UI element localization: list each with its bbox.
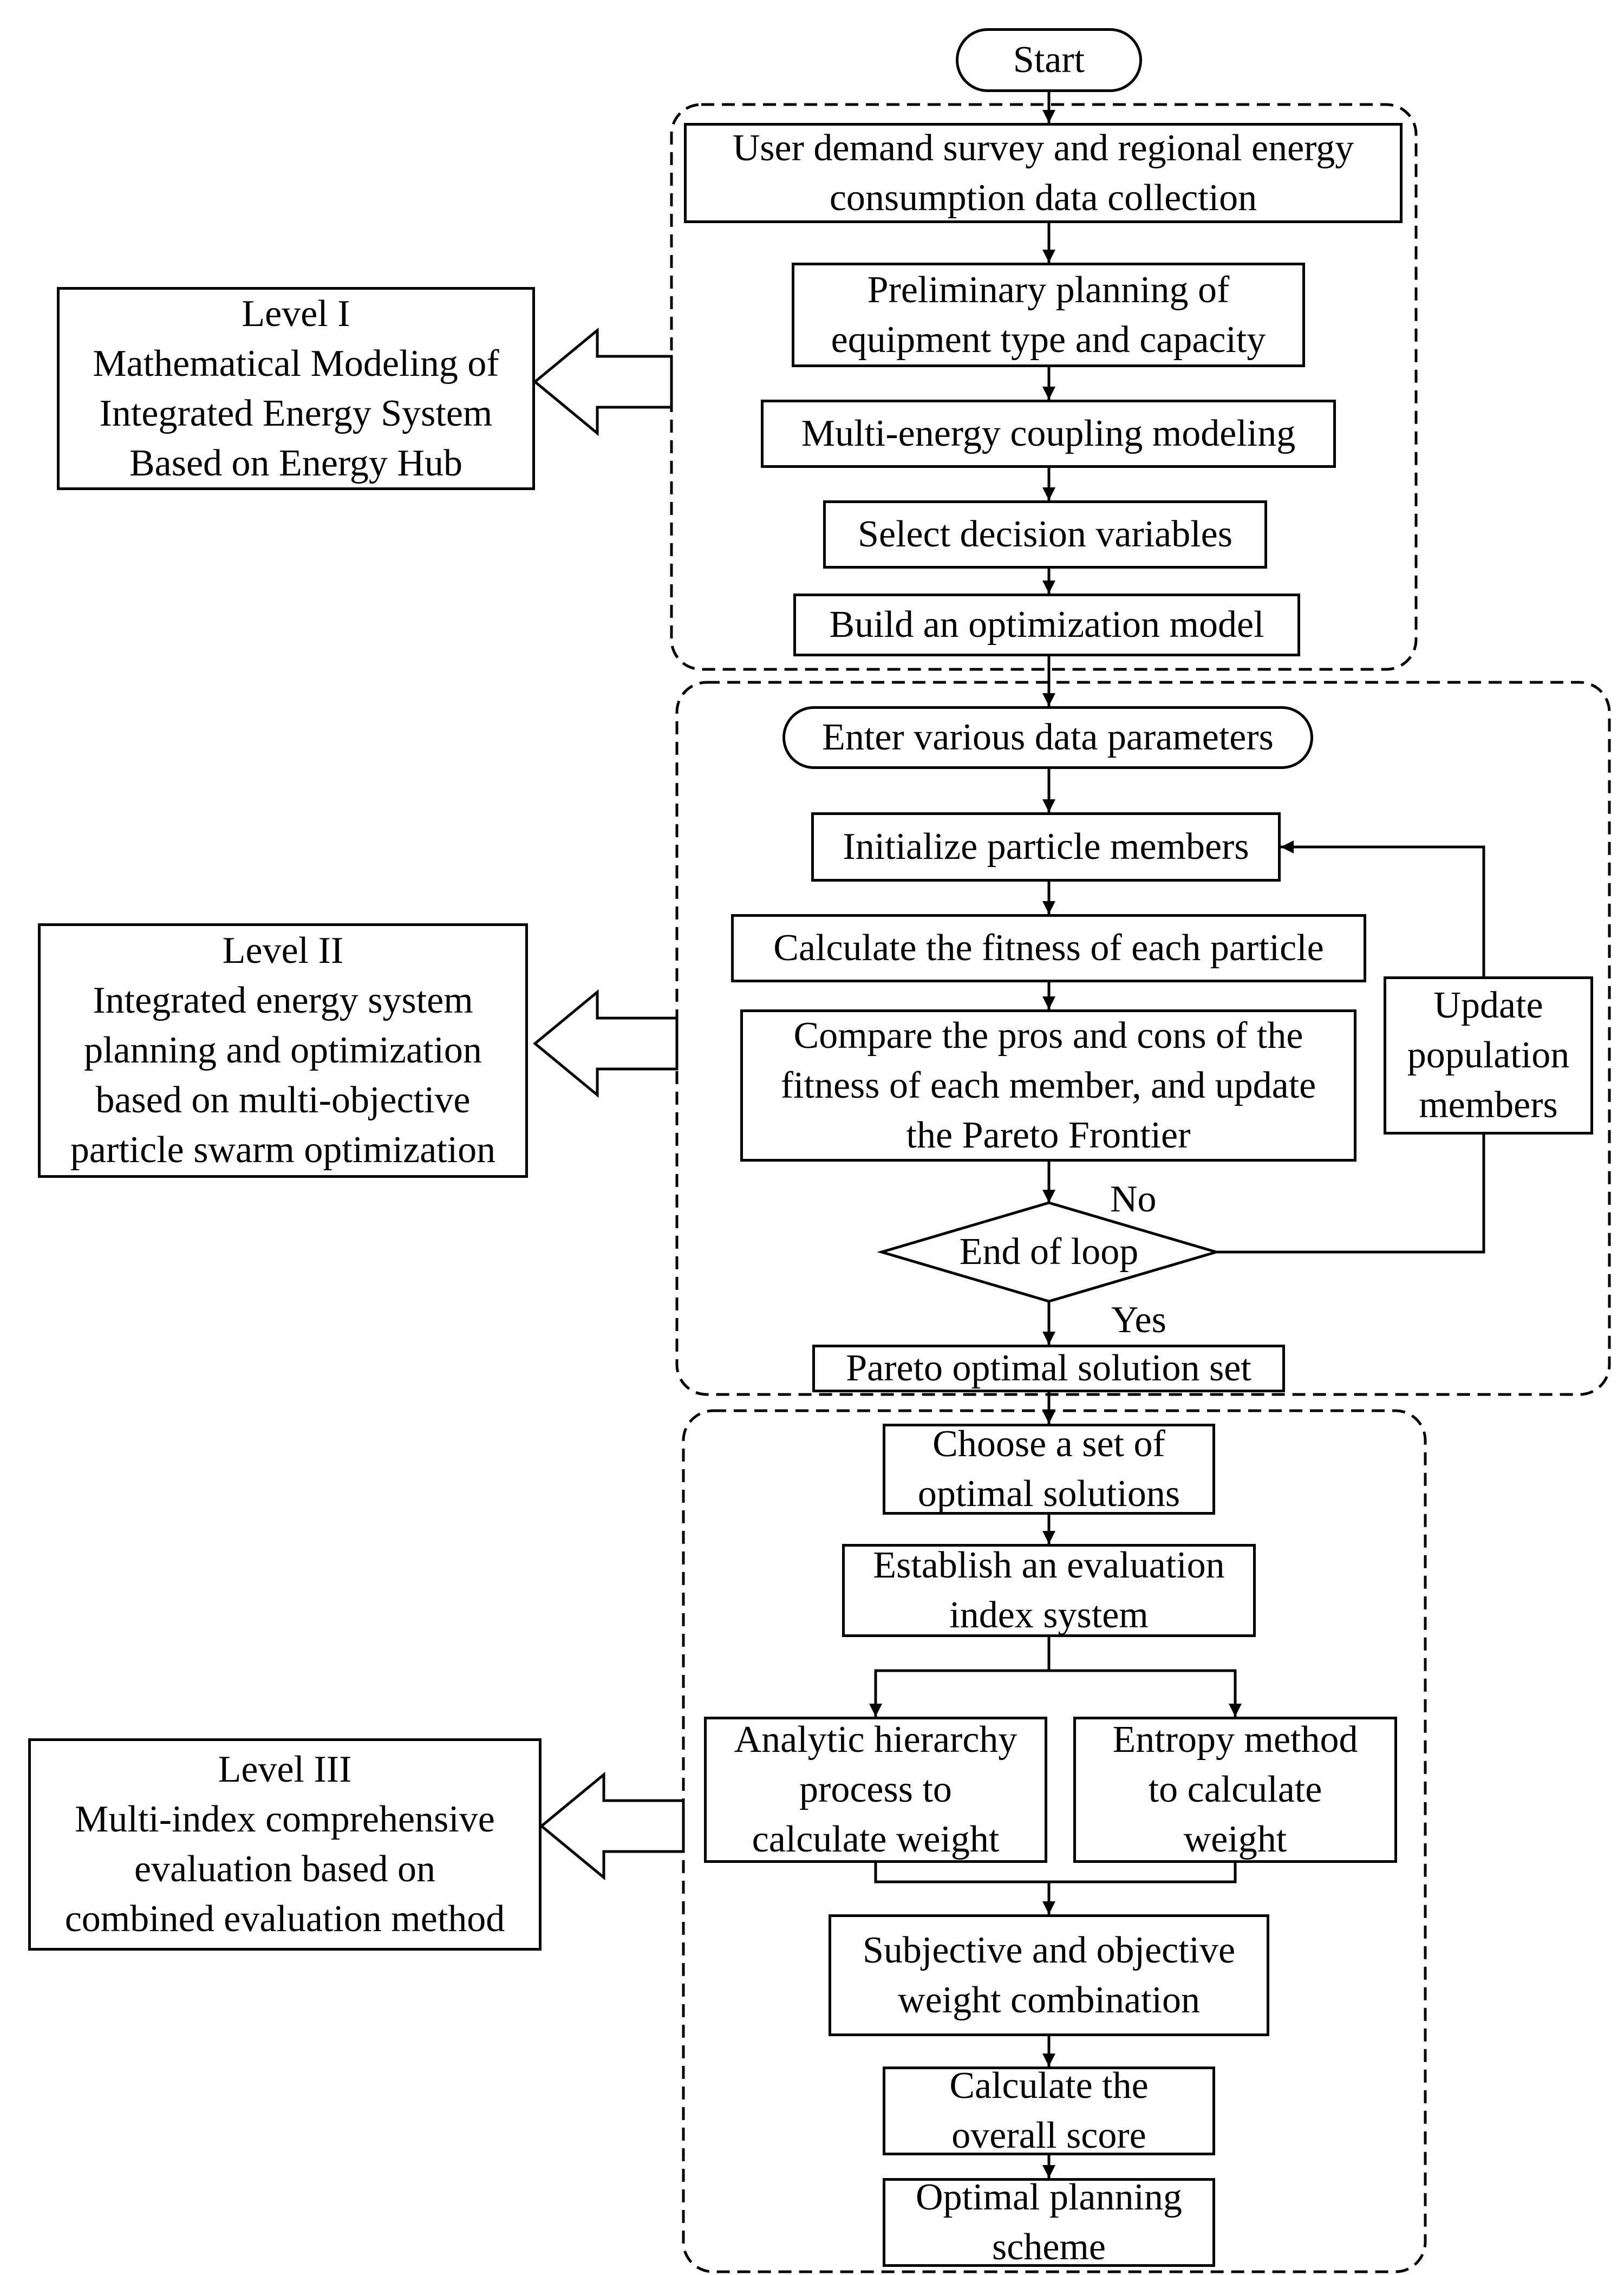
preliminary-step: Preliminary planning of equipment type a… (792, 263, 1305, 367)
compare-step: Compare the pros and cons of the fitness… (740, 1009, 1356, 1162)
level1-hollow-arrow (533, 327, 673, 436)
arrow-loop-update (1216, 1135, 1485, 1254)
survey-step: User demand survey and regional energy c… (684, 123, 1403, 223)
arrow-split-entropy (1049, 1669, 1242, 1717)
establish-step: Establish an evaluation index system (842, 1544, 1256, 1637)
decision-step: Select decision variables (823, 500, 1267, 569)
enter-parameters-terminal: Enter various data parameters (782, 706, 1313, 769)
start-terminal: Start (956, 28, 1142, 92)
choose-step: Choose a set of optimal solutions (883, 1423, 1215, 1515)
no-label: No (1110, 1178, 1157, 1220)
level2-label: Level II Integrated energy system planni… (38, 923, 528, 1178)
yes-label: Yes (1111, 1299, 1166, 1341)
end-of-loop-label: End of loop (959, 1231, 1139, 1273)
overall-score-step: Calculate the overall score (883, 2065, 1215, 2156)
ahp-step: Analytic hierarchy process to calculate … (704, 1717, 1047, 1863)
combination-step: Subjective and objective weight combinat… (829, 1914, 1269, 2036)
arrow-update-init (1281, 840, 1485, 976)
level3-hollow-arrow (539, 1771, 685, 1881)
model-step: Build an optimization model (793, 594, 1300, 656)
coupling-step: Multi-energy coupling modeling (761, 400, 1336, 468)
init-step: Initialize particle members (811, 812, 1281, 882)
update-step: Update population members (1384, 976, 1593, 1135)
fitness-step: Calculate the fitness of each particle (731, 914, 1366, 982)
arrow-split-ahp (869, 1669, 1049, 1717)
scheme-step: Optimal planning scheme (883, 2176, 1215, 2268)
level3-label: Level III Multi-index comprehensive eval… (28, 1738, 542, 1951)
level2-hollow-arrow (533, 989, 679, 1098)
line-ahp-merge (874, 1863, 1237, 1883)
pareto-set-step: Pareto optimal solution set (812, 1345, 1285, 1392)
level1-label: Level I Mathematical Modeling of Integra… (57, 287, 535, 490)
entropy-step: Entropy method to calculate weight (1073, 1717, 1397, 1863)
